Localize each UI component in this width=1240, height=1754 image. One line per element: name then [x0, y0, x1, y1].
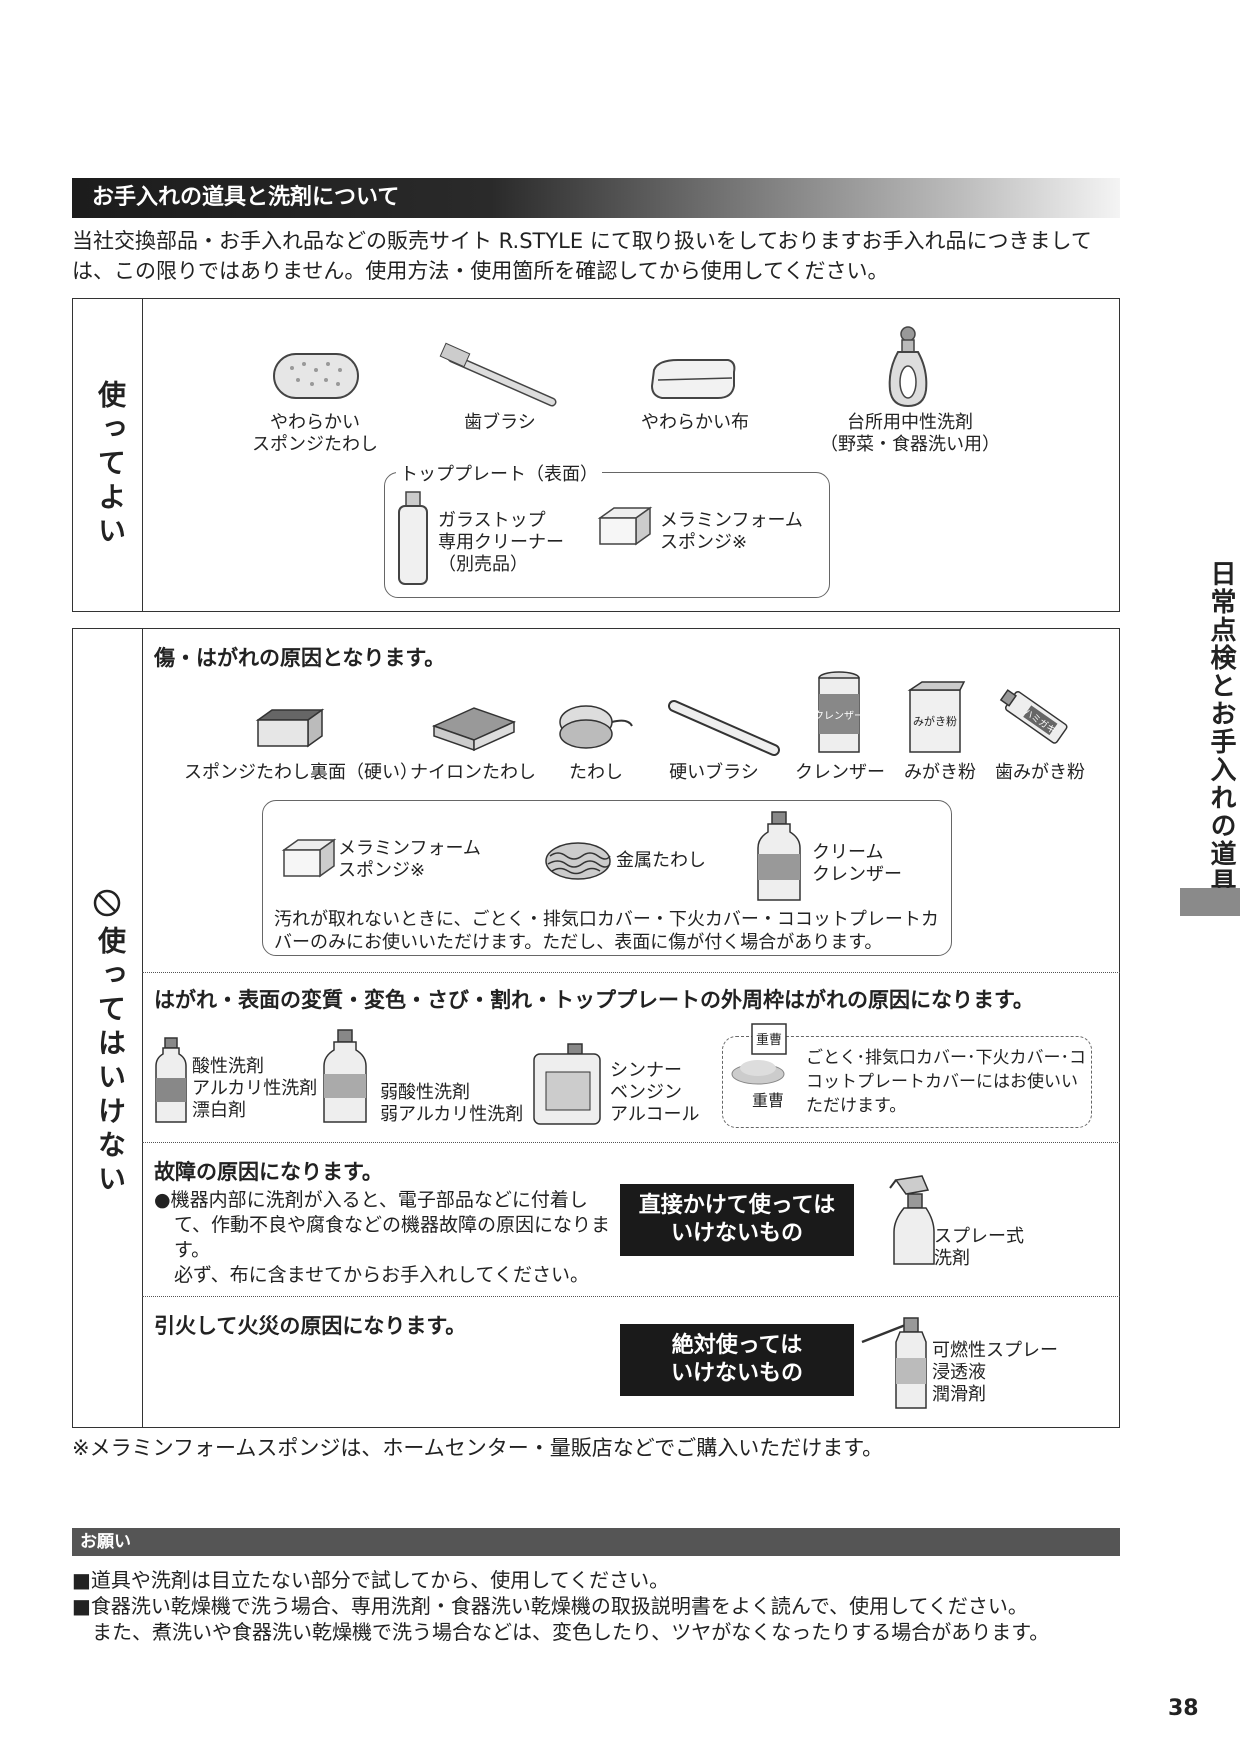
ng-sec1-item: スポンジたわし裏面（硬い）	[184, 762, 418, 783]
onegai-line: ■食器洗い乾燥機で洗う場合、専用洗剤・食器洗い乾燥機の取扱説明書をよく読んで、使…	[72, 1594, 1028, 1618]
nylon-scrubber-icon	[431, 707, 517, 752]
side-tab-title[interactable]: 日常点検とお手入れの道具	[1206, 560, 1236, 896]
melamine-sponge-icon	[281, 838, 337, 878]
ok-item-label: やわらかい布	[641, 412, 749, 433]
baking-soda-label: 重曹	[752, 1091, 785, 1110]
section-header: お手入れの道具と洗剤について	[72, 178, 1120, 218]
thinner-label: シンナー ベンジン アルコール	[610, 1060, 700, 1125]
flammable-spray-icon	[861, 1317, 927, 1409]
toothbrush-icon	[439, 342, 557, 407]
metal-scrubber-label: 金属たわし	[616, 850, 706, 871]
weak-acid-label: 弱酸性洗剤 弱アルカリ性洗剤	[380, 1082, 524, 1125]
sec1-heading: 傷・はがれの原因となります。	[154, 646, 446, 670]
baking-soda-note: ごとく･排気口カバー･下火カバー･ココットプレートカバーにはお使いいただけます。	[806, 1048, 1086, 1116]
ng-box	[72, 628, 1120, 1428]
spray-label: スプレー式 洗剤	[934, 1226, 1024, 1269]
soft-sponge-icon	[273, 353, 359, 399]
ok-box	[72, 298, 1120, 612]
sec3-sub: 必ず、布に含ませてからお手入れしてください。	[174, 1264, 589, 1286]
cream-cleanser-icon	[757, 811, 801, 901]
flammable-label: 可燃性スプレー 浸透液 潤滑剤	[932, 1340, 1058, 1405]
acid-detergent-label: 酸性洗剤 アルカリ性洗剤 漂白剤	[192, 1056, 318, 1121]
onegai-line: ■道具や洗剤は目立たない部分で試してから、使用してください。	[72, 1568, 670, 1592]
onegai-line: また、煮洗いや食器洗い乾燥機で洗う場合などは、変色したり、ツヤがなくなったりする…	[72, 1620, 1050, 1644]
metal-scrubber-icon	[545, 842, 611, 880]
sec1-melamine-label: メラミンフォーム スポンジ※	[338, 838, 481, 881]
ok-label: 使ってよい	[94, 380, 127, 550]
weak-acid-bottle-icon	[323, 1029, 367, 1123]
thinner-can-icon	[533, 1043, 601, 1125]
ng-sec1-item: たわし	[569, 762, 623, 783]
melamine-sponge-icon	[597, 506, 653, 546]
glass-cleaner-icon	[398, 491, 428, 585]
ok-item-label: 歯ブラシ	[464, 412, 536, 433]
ng-sec1-item: ナイロンたわし	[410, 762, 536, 783]
sec1-inner-box	[262, 800, 952, 956]
acid-detergent-bottle-icon	[155, 1037, 187, 1123]
no-direct-spray-label: 直接かけて使っては いけないもの	[620, 1184, 854, 1256]
sec2-heading: はがれ・表面の変質・変色・さび・割れ・トッププレートの外周枠はがれの原因になりま…	[154, 988, 1034, 1012]
ng-sec1-item: 硬いブラシ	[669, 762, 759, 783]
ng-sec1-item: みがき粉	[904, 762, 976, 783]
baking-soda-icon: 重曹	[731, 1023, 787, 1085]
sec3-bullet: ●機器内部に洗剤が入ると、電子部品などに付着して、作動不良や腐食などの機器故障の…	[154, 1189, 611, 1261]
hard-brush-icon	[668, 700, 780, 756]
intro-text: 当社交換部品・お手入れ品などの販売サイト R.STYLE にて取り扱いをしており…	[72, 229, 1092, 283]
svg-text:みがき粉: みがき粉	[913, 714, 957, 728]
sec1-note: 汚れが取れないときに、ごとく・排気口カバー・下火カバー・ココットプレートカバーの…	[274, 909, 939, 953]
ng-sec1-item: クレンザー	[795, 762, 885, 783]
ng-label: 使ってはいけない	[94, 926, 127, 1198]
toothpaste-tube-icon: ハミガキ	[999, 689, 1068, 744]
footnote: ※メラミンフォームスポンジは、ホームセンター・量販店などでご購入いただけます。	[72, 1436, 884, 1460]
never-use-label: 絶対使っては いけないもの	[620, 1324, 854, 1396]
topplate-label: トッププレート（表面）	[396, 460, 602, 486]
prohibited-icon	[93, 889, 121, 917]
sec3-heading: 故障の原因になります。	[154, 1160, 383, 1184]
polishing-powder-icon: みがき粉	[907, 681, 966, 753]
scrub-brush-icon	[559, 705, 633, 749]
sec4-heading: 引火して火災の原因になります。	[154, 1314, 467, 1338]
onegai-header: お願い	[72, 1528, 1120, 1556]
ok-item-label: 台所用中性洗剤 （野菜・食器洗い用）	[820, 412, 1000, 455]
ng-sec1-item: 歯みがき粉	[995, 762, 1085, 783]
glass-cleaner-label: ガラストップ 専用クリーナー （別売品）	[438, 510, 564, 575]
ok-item-label: やわらかい スポンジたわし	[252, 412, 378, 455]
baking-soda-box	[722, 1036, 1092, 1128]
side-tab-marker	[1180, 888, 1240, 916]
spray-bottle-icon	[889, 1175, 935, 1265]
topplate-box	[384, 472, 830, 598]
cleanser-can-icon: クレンザー	[814, 671, 864, 753]
hard-sponge-icon	[255, 708, 325, 748]
cream-cleanser-label: クリーム クレンザー	[812, 842, 902, 885]
page-number: 38	[1168, 1696, 1199, 1721]
melamine-label: メラミンフォーム スポンジ※	[660, 510, 803, 553]
svg-text:クレンザー: クレンザー	[814, 710, 864, 722]
svg-text:重曹: 重曹	[756, 1032, 782, 1048]
dish-detergent-icon	[888, 326, 928, 408]
soft-cloth-icon	[650, 359, 736, 399]
